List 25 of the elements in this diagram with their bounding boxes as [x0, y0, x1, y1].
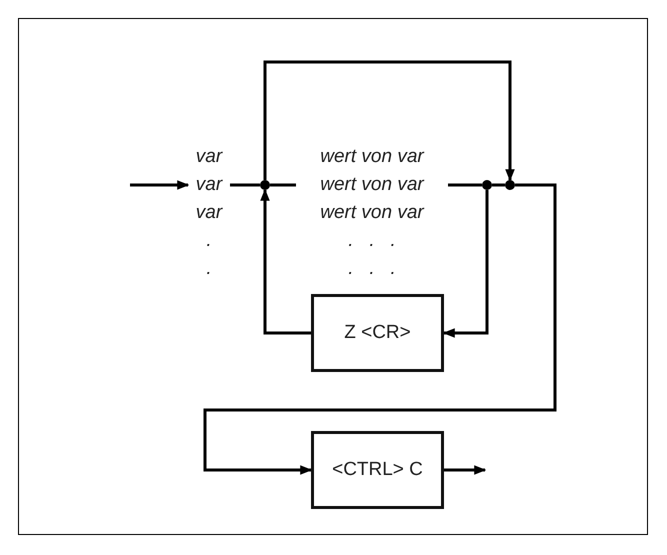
arrow [130, 180, 190, 190]
connector-line [270, 184, 296, 186]
syntax-term: . . . [348, 229, 396, 253]
arrow [264, 60, 515, 182]
syntax-term: . [206, 229, 212, 253]
arrow [444, 465, 486, 475]
arrow [260, 188, 311, 334]
connector-line [448, 184, 482, 186]
syntax-term: . [206, 257, 212, 281]
junction-dot [260, 180, 270, 190]
syntax-term: wert von var [320, 145, 424, 169]
syntax-term: . . . [348, 257, 396, 281]
arrow [442, 190, 488, 338]
connector-line [492, 184, 505, 186]
syntax-term: wert von var [320, 201, 424, 225]
arrow [204, 184, 556, 475]
syntax-box: Z <CR> [311, 294, 444, 372]
syntax-term: var [196, 173, 222, 197]
syntax-box: <CTRL> C [311, 431, 444, 509]
junction-dot [505, 180, 515, 190]
syntax-term: wert von var [320, 173, 424, 197]
syntax-term: var [196, 201, 222, 225]
syntax-term: var [196, 145, 222, 169]
junction-dot [482, 180, 492, 190]
connector-line [230, 184, 260, 186]
